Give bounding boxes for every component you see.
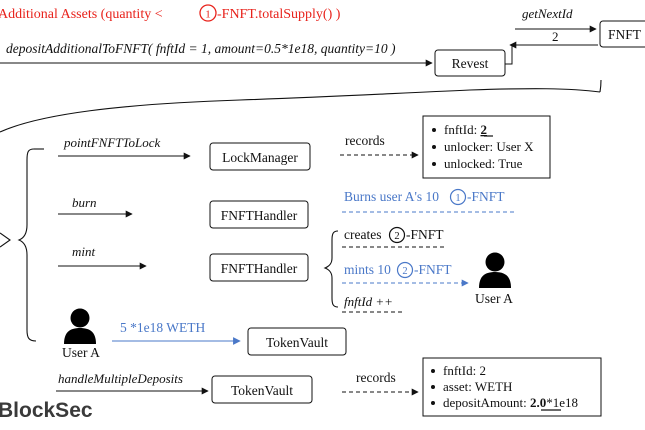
left-arrow-icon [0, 232, 11, 248]
fnftid-increment-label: fnftId ++ [344, 294, 393, 309]
revest-box [434, 49, 506, 77]
mint-steps-brace [323, 230, 339, 308]
point-fnft-to-lock-label: pointFNFTToLock [63, 135, 161, 150]
records-lock-label: records [345, 133, 385, 148]
mints-label: mints 10 [344, 262, 391, 277]
user-a-left-icon [64, 308, 96, 344]
circle-two-icon [396, 261, 414, 279]
lock-record-fnftid: fnftId: 2 [444, 122, 487, 137]
left-brace [17, 148, 37, 342]
circle-one-icon [449, 188, 467, 206]
records-vault-label: records [356, 370, 396, 385]
token-vault-deposit-box [211, 375, 313, 404]
vault-record-fnftid: fnftId: 2 [443, 363, 486, 378]
circle-one-icon [199, 4, 217, 22]
fnft-handler-burn-box [209, 200, 309, 229]
fnft-handler-mint-label: FNFTHandler [221, 261, 298, 276]
bullet [431, 369, 435, 373]
blocksec-watermark: BlockSec [0, 399, 93, 422]
bullet [431, 385, 435, 389]
lock-record-unlocked: unlocked: True [444, 156, 523, 171]
burns-suffix: -FNFT [467, 189, 505, 204]
return-connector [505, 45, 513, 65]
flow-curve-tail [599, 79, 602, 93]
burns-label: Burns user A's 10 [344, 189, 439, 204]
user-a-left-label: User A [62, 345, 100, 360]
lock-record-unlocker: unlocker: User X [444, 139, 534, 154]
creates-circle-number: 2 [394, 231, 399, 242]
revest-label: Revest [452, 56, 489, 71]
token-vault-transfer-box [247, 327, 347, 356]
weth-transfer-label: 5 *1e18 WETH [120, 320, 205, 335]
handle-multiple-deposits-label: handleMultipleDeposits [58, 371, 183, 386]
bullet [432, 162, 436, 166]
token-vault-transfer-label: TokenVault [266, 335, 328, 350]
header-circle-number: 1 [205, 9, 211, 21]
mints-circle-number: 2 [402, 266, 407, 277]
user-a-right-label: User A [475, 291, 513, 306]
bullet [432, 145, 436, 149]
mint-label: mint [72, 244, 96, 259]
vault-record-asset: asset: WETH [443, 379, 512, 394]
get-next-id-label: getNextId [522, 6, 573, 21]
fnft-handler-mint-box [209, 253, 309, 282]
vault-record-box [422, 357, 602, 417]
bullet [432, 128, 436, 132]
user-a-right-icon [479, 252, 511, 288]
burns-circle-number: 1 [455, 193, 460, 204]
flow-curve [0, 88, 601, 133]
burn-label: burn [72, 195, 97, 210]
header-title-suffix: -FNFT.totalSupply() ) [217, 7, 341, 22]
fnft-box [599, 20, 645, 48]
lock-manager-box [209, 142, 311, 171]
header-title: Additional Assets (quantity < [0, 7, 163, 22]
mints-suffix: -FNFT [414, 262, 452, 277]
creates-suffix: -FNFT [406, 227, 444, 242]
bullet [431, 401, 435, 405]
vault-record-deposit: depositAmount: 2.0*1e18 [443, 395, 578, 410]
return-value-label: 2 [552, 29, 559, 44]
fnft-handler-burn-label: FNFTHandler [221, 208, 298, 223]
fnft-label: FNFT [608, 27, 642, 42]
creates-label: creates [344, 227, 381, 242]
deposit-call-label: depositAdditionalToFNFT( fnftId = 1, amo… [6, 41, 396, 56]
circle-two-icon [388, 226, 406, 244]
lock-record-box [422, 115, 551, 179]
token-vault-deposit-label: TokenVault [231, 383, 293, 398]
lock-manager-label: LockManager [222, 150, 298, 165]
